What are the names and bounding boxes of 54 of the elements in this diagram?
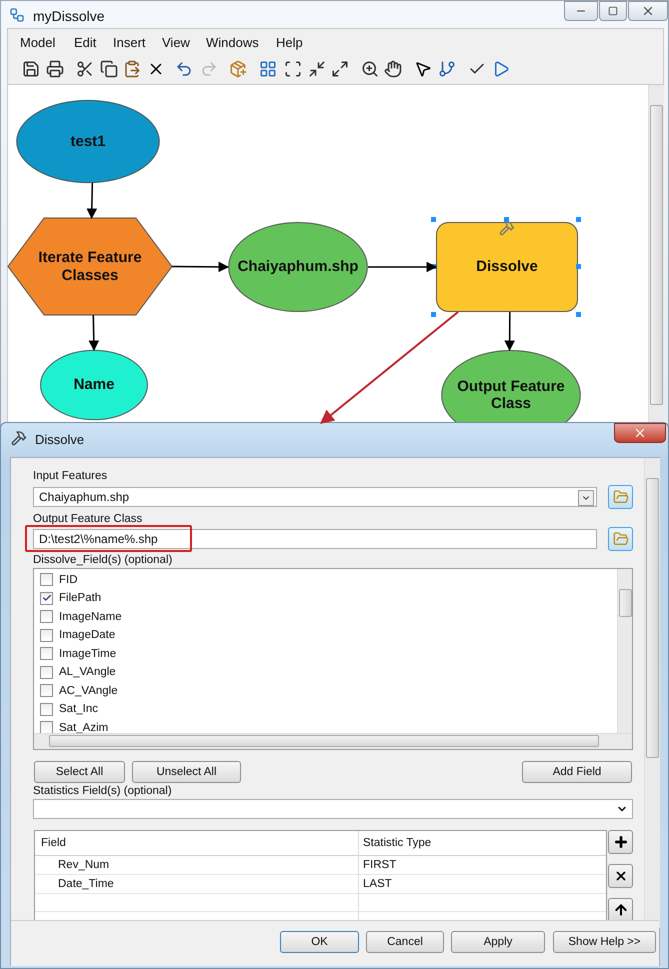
menu-item: Help xyxy=(276,35,303,50)
show-help-button: Show Help >> xyxy=(553,931,656,953)
menu-item: Windows xyxy=(206,35,259,50)
menu-item: Edit xyxy=(74,35,96,50)
field-name: AC_VAngle xyxy=(59,684,118,696)
cancel-button: Cancel xyxy=(366,931,444,953)
arrow xyxy=(368,262,438,272)
input-field: D:\test2\%name%.shp xyxy=(33,529,597,549)
field-label: Output Feature Class xyxy=(33,513,142,525)
menu-item: View xyxy=(162,35,190,50)
arrow xyxy=(320,311,459,424)
window-title: myDissolve xyxy=(33,8,105,24)
value-ellipse xyxy=(40,350,148,420)
tool-hexagon xyxy=(8,218,172,315)
menu-item: Insert xyxy=(113,35,146,50)
field-name: AL_VAngle xyxy=(59,666,116,678)
unselect-all-button: Unselect All xyxy=(132,761,241,783)
node-label: Output Feature Class xyxy=(456,378,566,412)
tool-box xyxy=(436,222,578,312)
field-name: ImageTime xyxy=(59,648,116,660)
field-name: ImageDate xyxy=(59,629,116,641)
field-label: Dissolve_Field(s) (optional) xyxy=(33,554,172,566)
field-name: Sat_Inc xyxy=(59,703,98,715)
node-label: Dissolve xyxy=(475,258,539,276)
arrow xyxy=(86,182,98,220)
node-label: Chaiyaphum.shp xyxy=(236,258,360,276)
field-name: Sat_Azim xyxy=(59,722,108,734)
node-label: Iterate Feature Classes xyxy=(37,249,143,284)
node-label: test1 xyxy=(69,132,107,150)
tool-dialog xyxy=(0,422,669,969)
table-cell: Date_Time xyxy=(58,878,114,890)
field-label: Input Features xyxy=(33,470,108,482)
column-header: Field xyxy=(41,837,66,849)
field-name: ImageName xyxy=(59,610,122,622)
select-all-button: Select All xyxy=(34,761,125,783)
dialog-title: Dissolve xyxy=(35,432,84,447)
node-label: Name xyxy=(72,376,116,394)
arrow xyxy=(172,262,230,272)
menu-item: Model xyxy=(20,35,56,50)
arrow xyxy=(504,312,515,352)
ok-button: OK xyxy=(280,931,359,953)
table-cell: FIRST xyxy=(363,859,396,871)
data-ellipse xyxy=(228,222,368,312)
table-cell: LAST xyxy=(363,878,392,890)
apply-button: Apply xyxy=(451,931,545,953)
arrow xyxy=(88,314,100,352)
add-field-button: Add Field xyxy=(522,761,632,783)
table-cell: Rev_Num xyxy=(58,859,110,871)
column-header: Statistic Type xyxy=(363,837,432,849)
field-label: Statistics Field(s) (optional) xyxy=(33,785,172,797)
field-name: FilePath xyxy=(59,592,102,604)
dropdown-field: Chaiyaphum.shp xyxy=(33,487,597,507)
input-ellipse xyxy=(16,100,160,183)
field-name: FID xyxy=(59,574,78,586)
